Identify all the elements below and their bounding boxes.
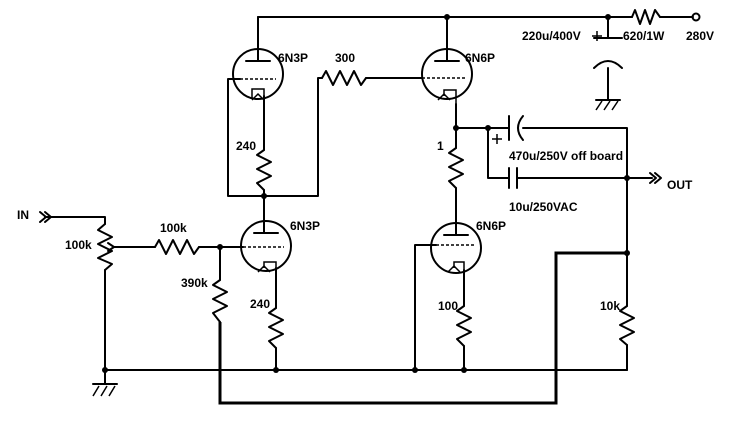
supply-terminal bbox=[691, 12, 701, 22]
resistors bbox=[97, 9, 661, 349]
polarity-plus bbox=[592, 31, 602, 41]
resistor-v1-cathode-label: 240 bbox=[236, 139, 256, 153]
resistor-v2-cathode bbox=[448, 147, 464, 189]
resistor-v1-cathode bbox=[256, 149, 272, 191]
supply-voltage-label: 280V bbox=[686, 29, 714, 43]
input-label: IN bbox=[17, 208, 29, 222]
resistor-grid-leak-label: 390k bbox=[181, 276, 208, 290]
resistor-v3-cathode-label: 240 bbox=[250, 297, 270, 311]
junction-dot bbox=[624, 250, 630, 256]
capacitor-output-electrolytic bbox=[492, 115, 524, 144]
junction-dot bbox=[412, 367, 418, 373]
junction-dot bbox=[485, 125, 491, 131]
capacitor-output-film bbox=[502, 167, 524, 189]
resistor-620-label: 620/1W bbox=[623, 29, 665, 43]
potentiometer-label: 100k bbox=[65, 238, 92, 252]
polarity-plus bbox=[492, 134, 502, 144]
input-arrow-icon bbox=[39, 211, 52, 223]
capacitors bbox=[492, 31, 623, 189]
junction-dot bbox=[261, 193, 267, 199]
junction-dot bbox=[273, 367, 279, 373]
junction-dots bbox=[102, 14, 630, 373]
ground-symbol bbox=[92, 383, 118, 397]
resistor-v2-cathode-label: 1 bbox=[437, 139, 444, 153]
tube-v3-label: 6N3P bbox=[290, 219, 320, 233]
pot-wiper-arrow bbox=[107, 242, 115, 252]
resistor-v4-cathode bbox=[456, 305, 472, 347]
wires bbox=[44, 16, 694, 405]
tube-v2-label: 6N6P bbox=[465, 51, 495, 65]
resistor-grid-100k bbox=[154, 239, 200, 255]
junction-dot bbox=[624, 175, 630, 181]
tube-v3 bbox=[240, 220, 292, 273]
output-label: OUT bbox=[667, 178, 693, 192]
potentiometer bbox=[97, 223, 113, 271]
junction-dot bbox=[444, 14, 450, 20]
ground-symbol bbox=[595, 99, 621, 111]
tube-v4 bbox=[430, 222, 482, 274]
labels: 6N3P 6N6P 6N3P 6N6P 300 240 620/1W 1 100… bbox=[17, 29, 714, 313]
resistor-300 bbox=[321, 70, 367, 86]
junction-dot bbox=[217, 244, 223, 250]
capacitor-output-main-label: 470u/250V off board bbox=[509, 149, 623, 163]
resistor-v4-cathode-label: 100 bbox=[438, 299, 458, 313]
capacitor-output-film-label: 10u/250VAC bbox=[509, 200, 578, 214]
junction-dot bbox=[453, 125, 459, 131]
output-arrow-icon bbox=[649, 172, 662, 184]
resistor-grid-leak bbox=[212, 279, 228, 323]
resistor-620 bbox=[631, 9, 661, 25]
capacitor-supply-label: 220u/400V bbox=[522, 29, 581, 43]
resistor-load bbox=[619, 305, 635, 346]
tube-v2 bbox=[421, 47, 473, 104]
junction-dot bbox=[605, 14, 611, 20]
resistor-grid-label: 100k bbox=[160, 221, 187, 235]
tube-v4-label: 6N6P bbox=[476, 219, 506, 233]
resistor-load-label: 10k bbox=[600, 299, 620, 313]
tube-v1 bbox=[232, 47, 284, 101]
resistor-300-label: 300 bbox=[335, 51, 355, 65]
junction-dot bbox=[102, 367, 108, 373]
resistor-v3-cathode bbox=[268, 307, 284, 349]
junction-dot bbox=[461, 367, 467, 373]
capacitor-supply bbox=[592, 31, 623, 76]
tube-v1-label: 6N3P bbox=[278, 51, 308, 65]
